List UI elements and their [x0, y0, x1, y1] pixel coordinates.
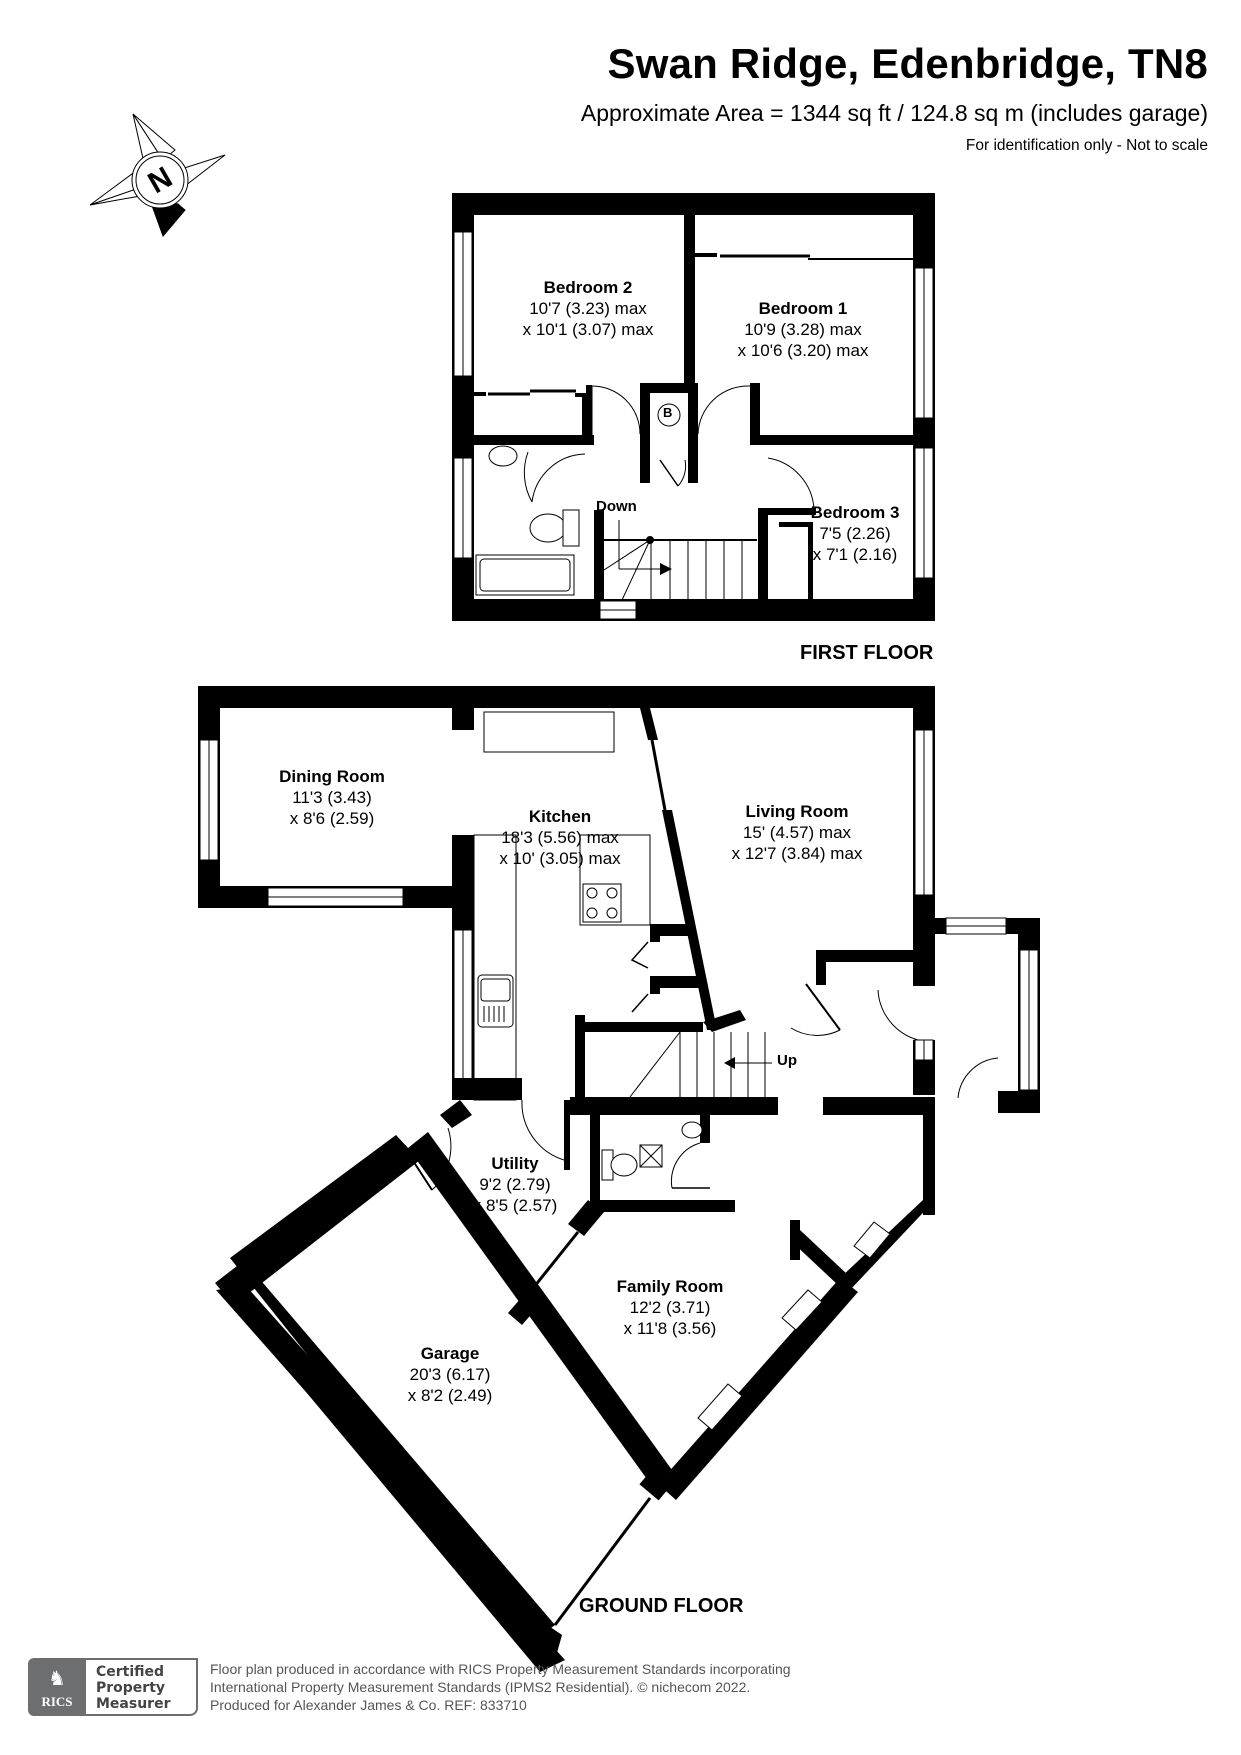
rics-logo: ♞ RICS	[28, 1658, 86, 1716]
first-floor-label: FIRST FLOOR	[800, 642, 934, 664]
room-dining-room: Dining Room 11'3 (3.43) x 8'6 (2.59)	[279, 767, 385, 828]
north-compass-icon: N	[89, 113, 226, 238]
boiler-label: B	[663, 405, 673, 420]
room-bedroom-1: Bedroom 1 10'9 (3.28) max x 10'6 (3.20) …	[737, 299, 869, 360]
room-family-room: Family Room 12'2 (3.71) x 11'8 (3.56)	[616, 1277, 724, 1338]
stairs-up-label: Up	[777, 1052, 797, 1069]
room-living-room: Living Room 15' (4.57) max x 12'7 (3.84)…	[731, 802, 863, 863]
area-summary: Approximate Area = 1344 sq ft / 124.8 sq…	[580, 100, 1208, 126]
rics-lion-icon: ♞	[48, 1668, 66, 1690]
disclaimer: For identification only - Not to scale	[965, 137, 1208, 154]
room-utility: Utility 9'2 (2.79) x 8'5 (2.57)	[472, 1154, 558, 1215]
room-garage: Garage 20'3 (6.17) x 8'2 (2.49)	[407, 1344, 493, 1405]
page-title: Swan Ridge, Edenbridge, TN8	[607, 40, 1208, 87]
room-kitchen: Kitchen 18'3 (5.56) max x 10' (3.05) max	[499, 807, 621, 868]
room-bedroom-2: Bedroom 2 10'7 (3.23) max x 10'1 (3.07) …	[522, 278, 654, 339]
ground-floor-label: GROUND FLOOR	[579, 1595, 744, 1617]
stairs-down-label: Down	[596, 498, 637, 515]
footer-credits: Floor plan produced in accordance with R…	[210, 1661, 791, 1713]
room-bedroom-3: Bedroom 3 7'5 (2.26) x 7'1 (2.16)	[810, 503, 900, 564]
certified-measurer-badge: Certified Property Measurer	[86, 1658, 198, 1716]
ground-floor-plan	[198, 686, 1040, 1672]
first-floor-plan	[452, 193, 935, 621]
footer: ♞ RICS Certified Property Measurer Floor…	[28, 1658, 791, 1716]
